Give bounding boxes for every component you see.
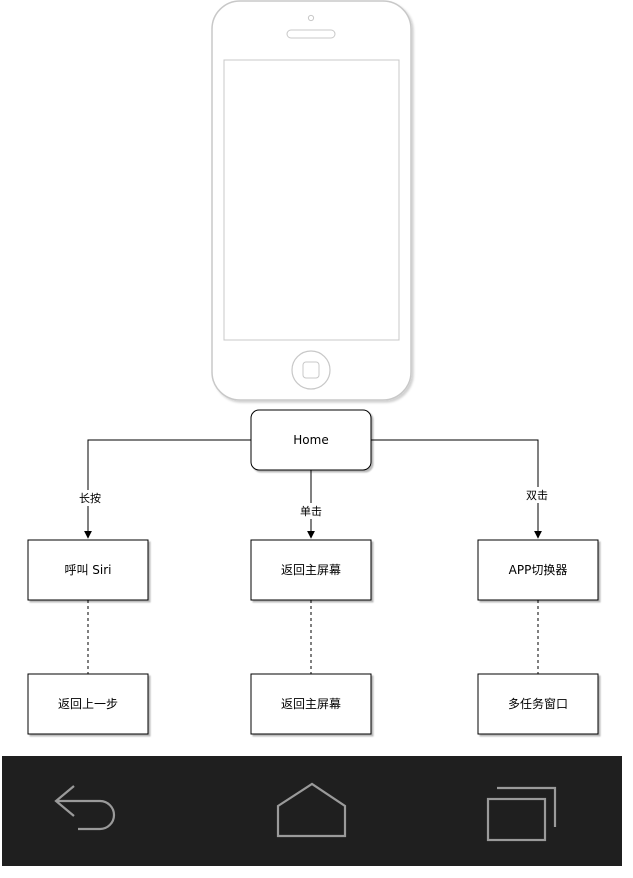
edge-home-to-right	[371, 439, 542, 539]
edge-labels: 长按 单击 双击	[77, 487, 550, 519]
home-outline-icon[interactable]	[276, 782, 347, 838]
ios-result-app-switcher: APP切换器	[509, 563, 568, 577]
android-result-center: 返回主屏幕	[250, 673, 372, 735]
recent-apps-icon[interactable]	[486, 786, 557, 842]
edge-label-long-press: 长按	[79, 491, 101, 505]
edge-label-double-tap: 双击	[526, 489, 548, 502]
android-result-right: 多任务窗口	[477, 673, 599, 735]
android-result-home-screen: 返回主屏幕	[281, 697, 341, 711]
back-arrow-icon[interactable]	[54, 785, 116, 831]
home-node: Home	[250, 409, 372, 471]
iphone-screen	[223, 59, 400, 341]
android-results: 返回上一步 返回主屏幕 多任务窗口	[27, 673, 599, 735]
android-result-multitask: 多任务窗口	[508, 696, 568, 711]
home-node-label: Home	[293, 433, 328, 447]
edge-home-to-left	[84, 439, 251, 539]
home-button-square-icon	[302, 361, 320, 379]
iphone-illustration	[211, 0, 412, 401]
ios-results: 呼叫 Siri 返回主屏幕 APP切换器	[27, 539, 599, 601]
edge-label-single-tap: 单击	[300, 505, 322, 518]
android-result-back: 返回上一步	[58, 697, 118, 711]
android-nav-bar-background	[2, 756, 622, 866]
ios-result-left: 呼叫 Siri	[27, 539, 149, 601]
iphone-front-camera	[307, 14, 315, 22]
iphone-speaker	[286, 29, 336, 39]
android-result-left: 返回上一步	[27, 673, 149, 735]
ios-result-siri: 呼叫 Siri	[64, 563, 111, 577]
ios-result-center: 返回主屏幕	[250, 539, 372, 601]
iphone-home-button[interactable]	[291, 350, 331, 390]
ios-result-home-screen: 返回主屏幕	[281, 563, 341, 577]
ios-result-right: APP切换器	[477, 539, 599, 601]
android-nav-bar	[2, 756, 622, 866]
